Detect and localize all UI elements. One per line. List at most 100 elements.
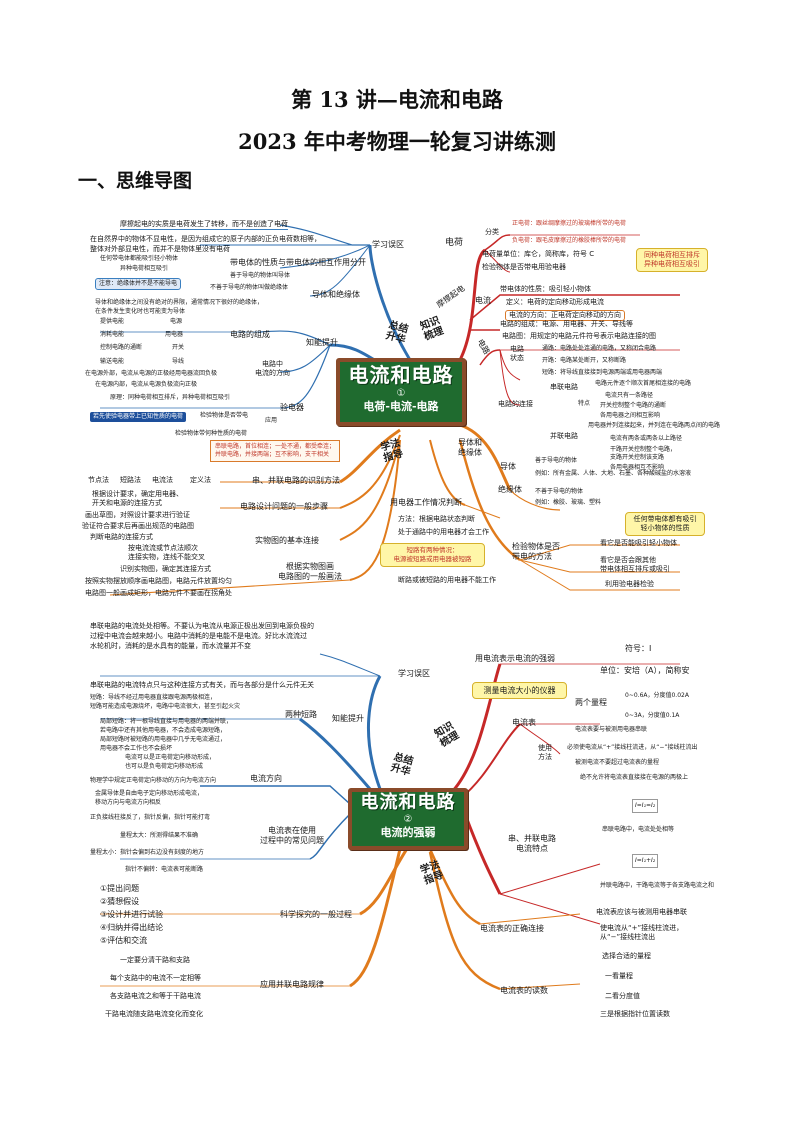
node: 正负接线柱接反了，指针反偏，指针可能打弯 [90,814,211,821]
improve-label: 知能提升 [306,338,338,347]
node: 符号：I [625,644,652,653]
node: 在电源内部，电流从电源负极流向正极 [95,381,198,388]
node: 干路开关控制整个电路， 支路开关控制该支路 [610,446,677,461]
node: 应用并联电路规律 [260,980,324,989]
node: 使用 方法 [538,744,552,761]
mind-map-2: 电流和电路 ② 电流的强弱 知识 梳理 总结 升华 学法 指导 学习误区 串联电… [80,614,716,1028]
node: 控制电路的通断 [100,344,143,351]
node: 导体和 绝缘体 [458,438,482,457]
node: 看它是否会跟其他 带电体相互排斥或吸引 [600,556,670,573]
node: 必须使电流从“+”接线柱流进，从“−”接线柱流出 [567,744,698,751]
mind-map-2-branches [100,653,680,991]
node: 用电器不会工作也不会损坏 [100,745,173,752]
node: 善于导电的物体叫导体 [230,272,291,279]
node: 原理：同种电荷相互排斥，异种电荷相互吸引 [110,394,231,401]
node: 并联电路 [550,432,578,440]
node: 用电器工作情况判断 [390,498,462,507]
node: 看它是否能吸引轻小物体 [600,539,677,547]
yellow-note-2: 任何带电体都有吸引 轻小物体的性质 [625,512,705,536]
node: 在条件发生变化时也可能变为导体 [95,308,186,315]
node: 电路的连接 [498,400,533,408]
node: ④归纳并得出结论 [100,923,164,932]
node: 电荷 [445,238,464,248]
node: 干路电流随支路电流变化而变化 [105,1010,203,1018]
blue-note: 若先使验电器带上已知性质的电荷 [90,412,187,422]
center-title: 电流和电路 [348,363,454,387]
node: 金属导体是自由电子定向移动形成电流， [95,790,204,797]
node: 电流表在使用 过程中的常见问题 [260,826,324,845]
formula-parallel: I=I₁+I₂ [632,854,659,868]
node: 短路可能造成电源烧坏，电路中电流很大，甚至引起火灾 [90,703,241,710]
node: 导体和绝缘体之间没有绝对的界限，通常情况下很好的绝缘体， [95,299,264,306]
node: 绝不允许将电流表直接接在电源的两极上 [580,774,689,781]
node: 任何带电体都能吸引轻小物体 [100,255,179,262]
study-zone-label: 学习误区 [372,240,404,249]
node: 串联电路的电流处处相等。不要认为电流从电源正极出发回到电源负极的 [90,622,314,630]
section-heading: 一、思维导图 [78,170,193,192]
node: 输送电能 [100,358,125,365]
node: 串联电路中，电流处处相等 [602,826,675,833]
node: 一定要分清干路和支路 [120,956,190,964]
node: 绝缘体 [498,485,522,494]
node: 局部短路：将一根导线直接与用电器的两端并联， [100,718,233,725]
center-subtitle: 电流的强弱 [380,826,436,839]
node: 断路或被短路的用电器不能工作 [398,576,496,584]
node: 电路中 电流的方向 [255,360,290,377]
node: 在电源外部，电流从电源的正极经用电器流回负极 [85,370,218,377]
node: 各用电器之间相互影响 [600,412,661,419]
node: 处于通路中的用电器才会工作 [398,528,489,536]
node: 通路：电路处处连通的电路，又称闭合电路 [542,345,657,352]
node: 判断电路的连接方式 [90,533,153,541]
node: 电路图一般画成矩形，电路元件不要画在拐角处 [85,589,232,597]
node: 节点法 [88,476,109,484]
node: 量程太大：所测得结果不准确 [120,832,199,839]
node: 短路：将导线直接接到电源两端或用电器两端 [542,369,663,376]
node: 应用 [265,417,278,424]
node: 单位：安培（A），简称安 [600,666,690,675]
node: 导线 [172,358,185,365]
node: 电流只有一条路径 [605,392,654,399]
node: 短路法 [120,476,141,484]
node: 提供电能 [100,318,125,325]
node: 过程中电流会越来越小。电路中消耗的是电能不是电流。好比水流流过 [90,632,307,640]
node: 也可以是负电荷定向移动形成 [125,763,204,770]
study-zone-label: 学习误区 [398,669,430,678]
node: 识别实物图，确定其连接方式 [120,565,211,573]
node: 按电流流或节点法顺次 [128,544,198,552]
node: 使电流从“+”接线柱流进， 从“−”接线柱流出 [600,924,684,941]
node: 消耗电能 [100,331,125,338]
node: 验证符合要求后再画出规范的电路图 [82,522,194,530]
node: 连接实物，连线不能交叉 [128,553,205,561]
node: 一看量程 [605,972,633,980]
node: 开关控制整个电路的通断 [600,402,667,409]
red-box: 串联电路，首位相连；一处不通，都受牵连； 并联电路，并接两端；互不影响，支干相关 [210,440,341,462]
node: 电路的组成：电源、用电器、开关、导线等 [500,320,633,328]
document-title: 第 13 讲—电流和电路 [291,87,503,112]
document-subtitle: 2023 年中考物理一轮复习讲练测 [238,129,556,154]
node: 用电器并列连接起来，并列连在电路两点间的电路 [588,422,721,429]
node: 实物图的基本连接 [255,536,319,545]
node: 电流表的读数 [500,986,548,995]
node: 各支路电流之和等于干路电流 [110,992,201,1000]
node: 开关 [172,344,185,351]
node: 电流可以是正电荷定向移动形成， [125,754,216,761]
node: 电流表的正确连接 [480,924,544,933]
center-board-2: 电流和电路 ② 电流的强弱 [348,788,468,850]
formula-series: I=I₁=I₂ [632,799,659,813]
node: 异种电荷相互吸引 [120,265,169,272]
node: 两个量程 [575,698,607,707]
node: 在自然界中的物体不显电性，是因为组成它的原子内部的正负电荷数相等， [90,235,321,243]
node: 电流表要与被测用电器串联 [575,726,648,733]
node: 局部短路时被短路的用电器中几乎无电流通过， [100,736,227,743]
node: 量程太小：指针会偏到右边没有刻度的地方 [90,849,205,856]
node: 三是根据指针位置读数 [600,1010,670,1018]
node: 善于导电的物体 [535,457,578,464]
node: 电流法 [152,476,173,484]
node: 用电流表示电流的强弱 [475,654,555,663]
node: 短路：导线不经过用电器直接跟电源两极相连， [90,694,217,701]
node: 电流有两条或两条以上路径 [610,435,683,442]
short-circuit-note: 短路有两种情况： 电源被短路或用电器被短路 [380,543,485,567]
node: 电路 状态 [510,345,524,362]
node: 串、并联电路的识别方法 [252,476,340,485]
node: 电流表 [512,718,536,727]
